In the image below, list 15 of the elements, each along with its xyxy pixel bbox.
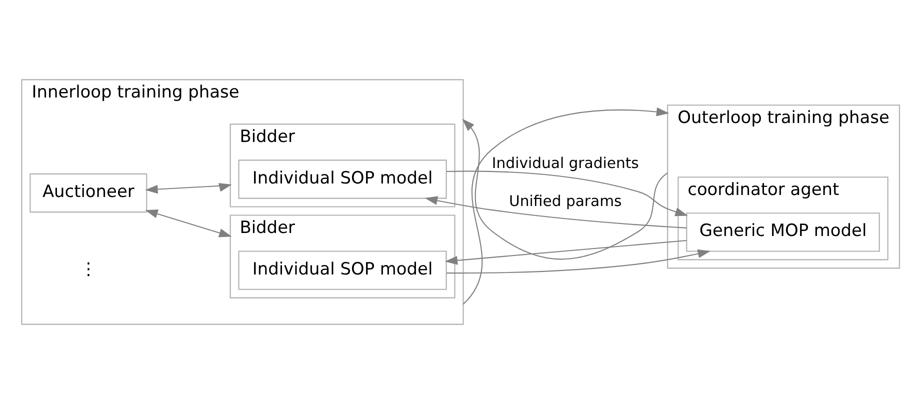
- arrow: [462, 106, 670, 304]
- node-box: Individual SOP model: [238, 159, 447, 198]
- arrow: [462, 118, 668, 260]
- node-box: Auctioneer: [30, 172, 148, 212]
- node-box: Generic MOP model: [686, 212, 880, 252]
- arrow: [446, 248, 711, 274]
- arrow: [145, 182, 232, 194]
- edge-label: Unified params: [509, 192, 622, 210]
- arrow: [446, 170, 688, 216]
- node-box: Individual SOP model: [238, 250, 447, 290]
- arrow: [145, 209, 232, 237]
- edge-label: Individual gradients: [492, 154, 639, 172]
- arrow: [424, 196, 687, 228]
- arrow: [444, 239, 687, 264]
- label: ⋮: [80, 258, 97, 278]
